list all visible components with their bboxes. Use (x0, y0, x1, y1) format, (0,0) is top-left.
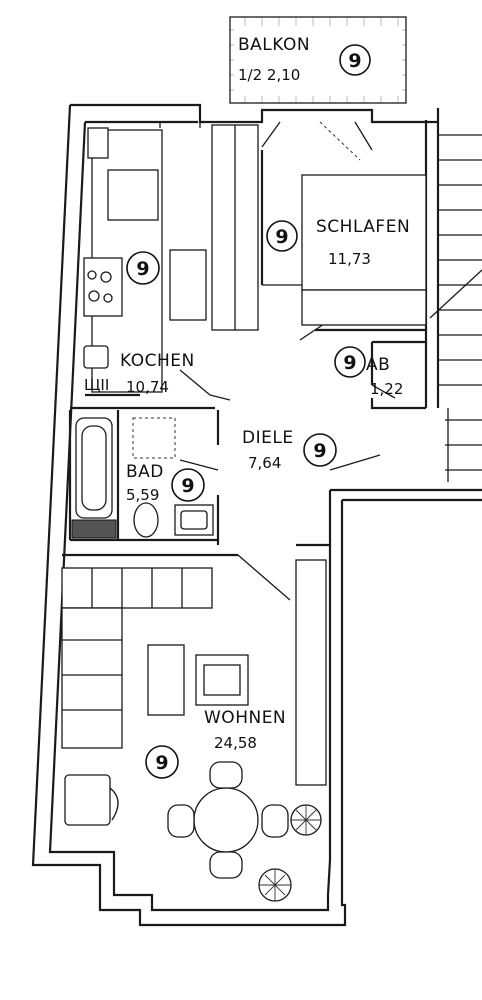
bath-furniture (71, 417, 214, 539)
room-area-ab: 1,22 (370, 380, 403, 398)
badge-flur: 9 (275, 226, 288, 248)
room-label-balkon: BALKON 1/2 2,10 9 (238, 35, 371, 84)
room-area-diele: 7,64 (248, 454, 281, 472)
badge-flur-group: 9 (266, 220, 298, 252)
room-label-bad: BAD 5,59 9 (126, 462, 205, 504)
room-label-ab: 9 AB 1,22 (334, 346, 403, 398)
room-area-wohnen: 24,58 (214, 734, 257, 752)
room-area-balkon: 1/2 2,10 (238, 66, 300, 84)
room-name-schlafen: SCHLAFEN (316, 217, 410, 237)
living-furniture (61, 559, 327, 902)
badge-bad: 9 (181, 475, 194, 497)
outer-walls (31, 103, 482, 927)
bedroom-furniture (262, 174, 427, 326)
badge-ab: 9 (343, 352, 356, 374)
room-area-schlafen: 11,73 (328, 250, 371, 268)
badge-kochen: 9 (136, 258, 149, 280)
room-area-bad: 5,59 (126, 486, 159, 504)
room-area-kochen: 10,74 (126, 378, 169, 396)
room-name-diele: DIELE (242, 428, 294, 448)
room-name-bad: BAD (126, 462, 164, 482)
badge-balkon: 9 (348, 50, 361, 72)
room-name-kochen: KOCHEN (120, 351, 195, 371)
room-name-balkon: BALKON (238, 35, 310, 55)
interior-walls (62, 124, 426, 601)
badge-diele: 9 (313, 440, 326, 462)
room-label-schlafen: SCHLAFEN 11,73 (316, 217, 410, 268)
room-name-ab: AB (366, 355, 390, 375)
staircase (429, 134, 482, 482)
room-label-diele: DIELE 7,64 9 (242, 428, 337, 472)
stove-label: ЩII (84, 376, 109, 394)
room-label-kochen: 9 KOCHEN 10,74 (120, 251, 195, 396)
room-name-wohnen: WOHNEN (204, 708, 286, 728)
balcony (229, 16, 407, 104)
badge-wohnen: 9 (155, 752, 168, 774)
room-label-wohnen: WOHNEN 24,58 9 (145, 708, 286, 779)
